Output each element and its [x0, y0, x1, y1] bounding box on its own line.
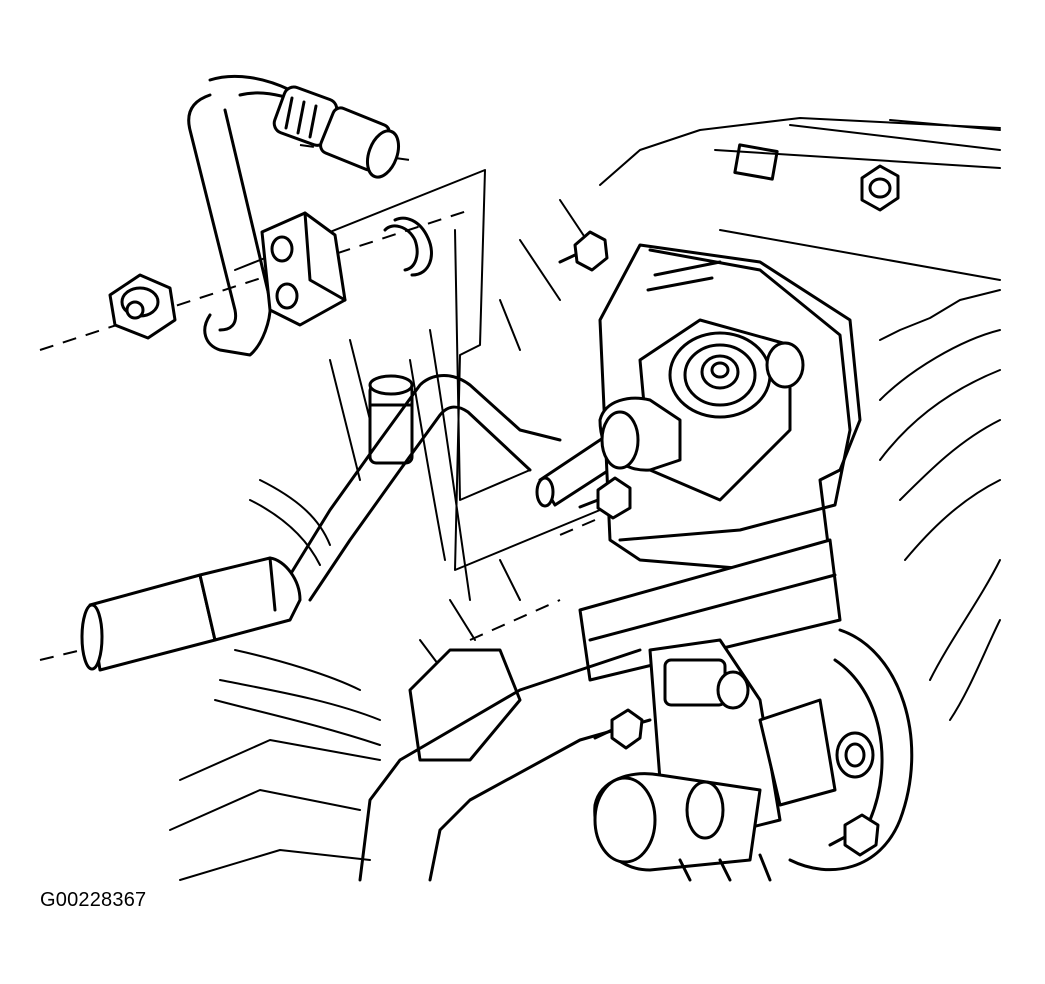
compressor-fitting-stud — [558, 164, 900, 857]
o-ring — [383, 216, 433, 277]
engine-block-background — [169, 117, 1001, 881]
figure-id-label: G00228367 — [40, 889, 147, 911]
mounting-nut — [108, 273, 177, 340]
compressor-body — [358, 243, 862, 882]
line-fitting-plug — [368, 374, 414, 465]
pressure-line-hose — [187, 74, 401, 357]
line-bracket — [260, 211, 347, 327]
accumulator-line — [80, 374, 642, 672]
compressor-pulley-clutch — [593, 628, 914, 882]
callout-inner — [454, 229, 531, 501]
